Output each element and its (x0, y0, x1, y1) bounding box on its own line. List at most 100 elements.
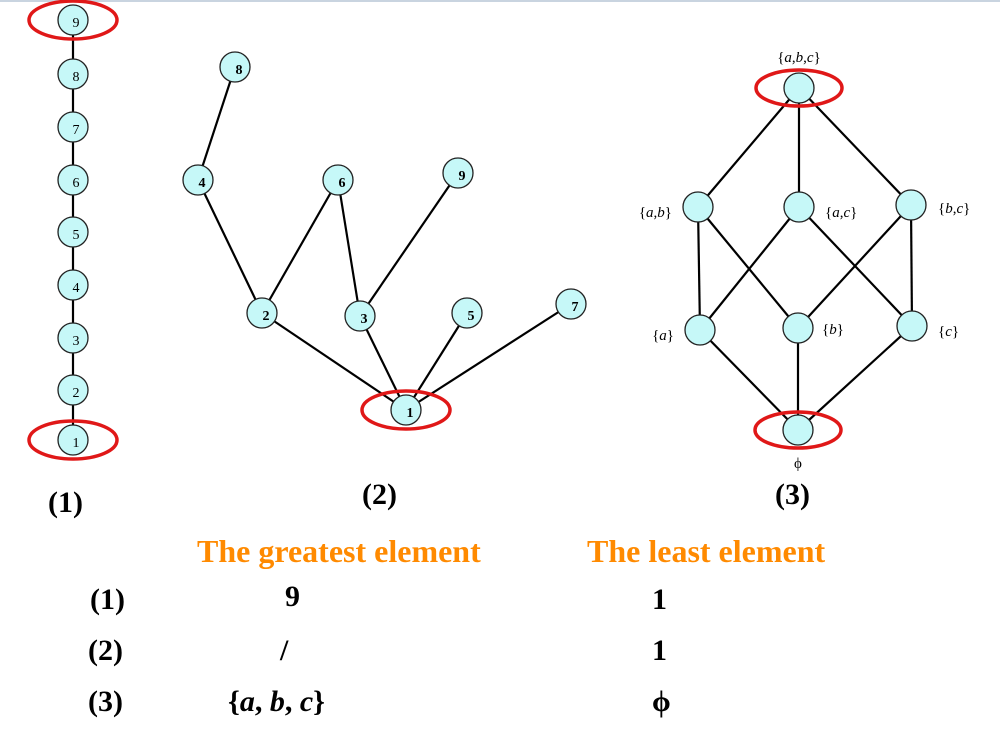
node-circle (57, 58, 89, 90)
highlight-ring-d1-1 (27, 419, 119, 461)
node-circle (682, 191, 714, 223)
node-d1-2: 2 (57, 374, 89, 406)
node-set-label: {b,c} (938, 201, 970, 217)
node-circle (895, 189, 927, 221)
node-label: 1 (407, 406, 414, 421)
node-circle (219, 51, 251, 83)
node-set-label: {a,b} (639, 205, 672, 221)
node-circle (57, 4, 89, 36)
edge-d3-ab-b (697, 206, 799, 329)
node-set-label: {a,b,c} (777, 50, 821, 66)
node-circle (451, 297, 483, 329)
node-d2-9: 9 (442, 157, 474, 189)
node-d1-6: 6 (57, 164, 89, 196)
node-d1-7: 7 (57, 111, 89, 143)
edge-d3-bc-c (909, 204, 914, 327)
node-set-label: ϕ (794, 456, 802, 472)
edge-d3-ab-a (696, 206, 702, 331)
node-circle (246, 297, 278, 329)
node-label: 4 (73, 281, 80, 296)
node-label: 8 (236, 63, 243, 78)
row-label: (3) (88, 685, 123, 718)
node-label: 7 (572, 300, 579, 315)
node-d1-4: 4 (57, 269, 89, 301)
edges-layer (71, 20, 914, 440)
node-d3-c: {c} (896, 310, 959, 342)
node-label: 7 (73, 123, 80, 138)
node-circle (783, 72, 815, 104)
node-circle (57, 164, 89, 196)
node-set-label: {b} (822, 322, 844, 338)
header-greatest-element: The greatest element (197, 533, 481, 569)
node-d2-2: 2 (246, 297, 278, 329)
node-d2-4: 4 (182, 164, 214, 196)
least-value: 1 (652, 583, 667, 616)
node-circle (322, 164, 354, 196)
node-circle (390, 394, 422, 426)
node-label: 6 (73, 176, 80, 191)
edge-d3-a-empty (699, 329, 799, 431)
node-label: 1 (73, 436, 80, 451)
node-d3-bc: {b,c} (895, 189, 970, 221)
node-circle (896, 310, 928, 342)
node-label: 2 (263, 309, 270, 324)
edge-d2-7-1 (405, 303, 572, 411)
edge-d2-9-3 (359, 172, 459, 317)
node-label: 9 (459, 169, 466, 184)
highlight-ring-d2-1 (360, 389, 452, 431)
caption-diagram-3: (3) (775, 478, 810, 511)
row-label: (1) (90, 583, 125, 616)
node-circle (783, 191, 815, 223)
node-d1-3: 3 (57, 322, 89, 354)
node-d3-empty: ϕ (782, 414, 814, 472)
node-label: 9 (73, 16, 80, 31)
edge-d2-5-1 (405, 312, 468, 411)
node-d3-ab: {a,b} (639, 191, 714, 223)
node-d1-8: 8 (57, 58, 89, 90)
edge-d2-3-1 (359, 315, 407, 411)
node-circle (684, 314, 716, 346)
edge-d2-4-2 (197, 179, 263, 314)
least-value: ϕ (652, 685, 671, 718)
node-circle (57, 216, 89, 248)
node-d2-7: 7 (555, 288, 587, 320)
highlight-rings-layer (27, 0, 844, 461)
node-label: 2 (73, 386, 80, 401)
node-set-label: {a,c} (825, 205, 857, 221)
node-d2-8: 8 (219, 51, 251, 83)
node-set-label: {c} (938, 324, 959, 340)
node-circle (57, 269, 89, 301)
node-d3-b: {b} (782, 312, 844, 344)
node-set-label: {a} (652, 328, 674, 344)
caption-diagram-2: (2) (362, 478, 397, 511)
node-d2-5: 5 (451, 297, 483, 329)
greatest-value: 9 (285, 580, 300, 613)
node-label: 6 (339, 176, 346, 191)
node-d3-a: {a} (652, 314, 716, 346)
node-circle (782, 414, 814, 446)
node-circle (57, 424, 89, 456)
highlight-ring-d3-empty (753, 410, 843, 450)
least-value: 1 (652, 634, 667, 667)
node-circle (555, 288, 587, 320)
highlight-ring-d3-abc (754, 68, 844, 108)
edge-d2-2-1 (261, 312, 407, 411)
node-circle (344, 300, 376, 332)
node-d3-abc: {a,b,c} (777, 50, 821, 104)
node-circle (57, 374, 89, 406)
greatest-value: {a, b, c} (228, 685, 325, 718)
node-d2-6: 6 (322, 164, 354, 196)
node-d1-9: 9 (57, 4, 89, 36)
edge-d2-6-2 (261, 179, 339, 314)
node-label: 5 (468, 309, 475, 324)
edge-d2-6-3 (336, 179, 362, 317)
node-d1-5: 5 (57, 216, 89, 248)
node-d2-1: 1 (390, 394, 422, 426)
node-label: 8 (73, 70, 80, 85)
header-least-element: The least element (587, 533, 826, 569)
edge-d3-ac-a (699, 206, 800, 331)
node-d3-ac: {a,c} (783, 191, 857, 223)
node-label: 4 (199, 176, 206, 191)
